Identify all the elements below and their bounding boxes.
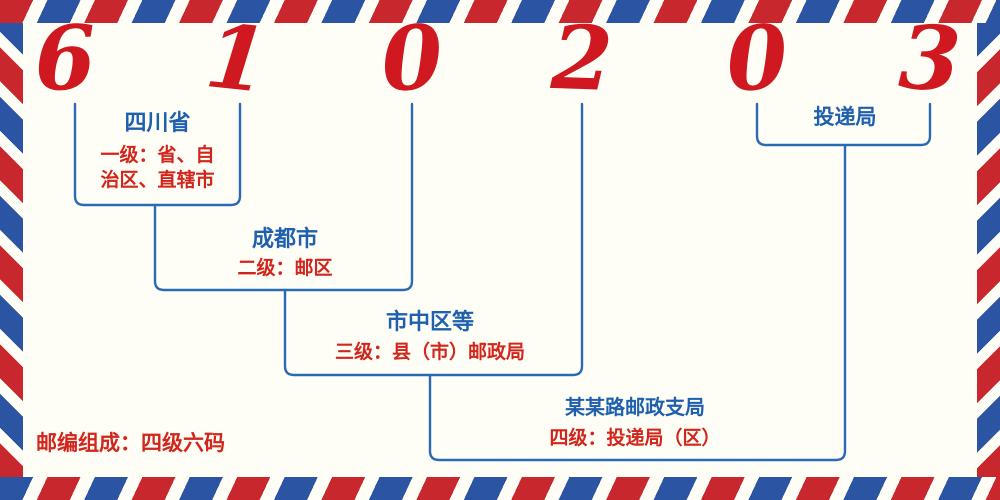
postal-digit-5: 0: [722, 3, 792, 113]
level1-name: 四川省: [124, 111, 191, 136]
level2-desc: 二级：邮区: [237, 257, 333, 279]
postal-digit-2: 1: [201, 3, 273, 113]
level1-desc-line1: 一级：省、自: [100, 144, 215, 166]
level4-name: 某某路邮政支局: [565, 395, 705, 419]
level3-name: 市中区等: [385, 310, 474, 335]
level3-desc: 三级：县（市）邮政局: [334, 341, 525, 363]
footer-note: 邮编组成：四级六码: [36, 431, 225, 455]
airmail-stripe-border-right: [977, 23, 1000, 477]
postal-digit-6: 3: [896, 4, 964, 112]
postal-digit-4: 2: [549, 4, 615, 112]
airmail-stripe-border-top: [0, 0, 1000, 23]
postal-digit-3: 0: [377, 3, 447, 113]
level1-desc-line2: 治区、直辖市: [100, 169, 215, 191]
postal-digit-1: 6: [32, 4, 98, 112]
airmail-stripe-border-left: [0, 23, 23, 477]
delivery-office-label: 投递局: [813, 105, 877, 129]
level2-name: 成都市: [251, 227, 318, 252]
airmail-stripe-border-bottom: [0, 477, 1000, 500]
level4-desc: 四级：投递局（区）: [549, 427, 721, 449]
